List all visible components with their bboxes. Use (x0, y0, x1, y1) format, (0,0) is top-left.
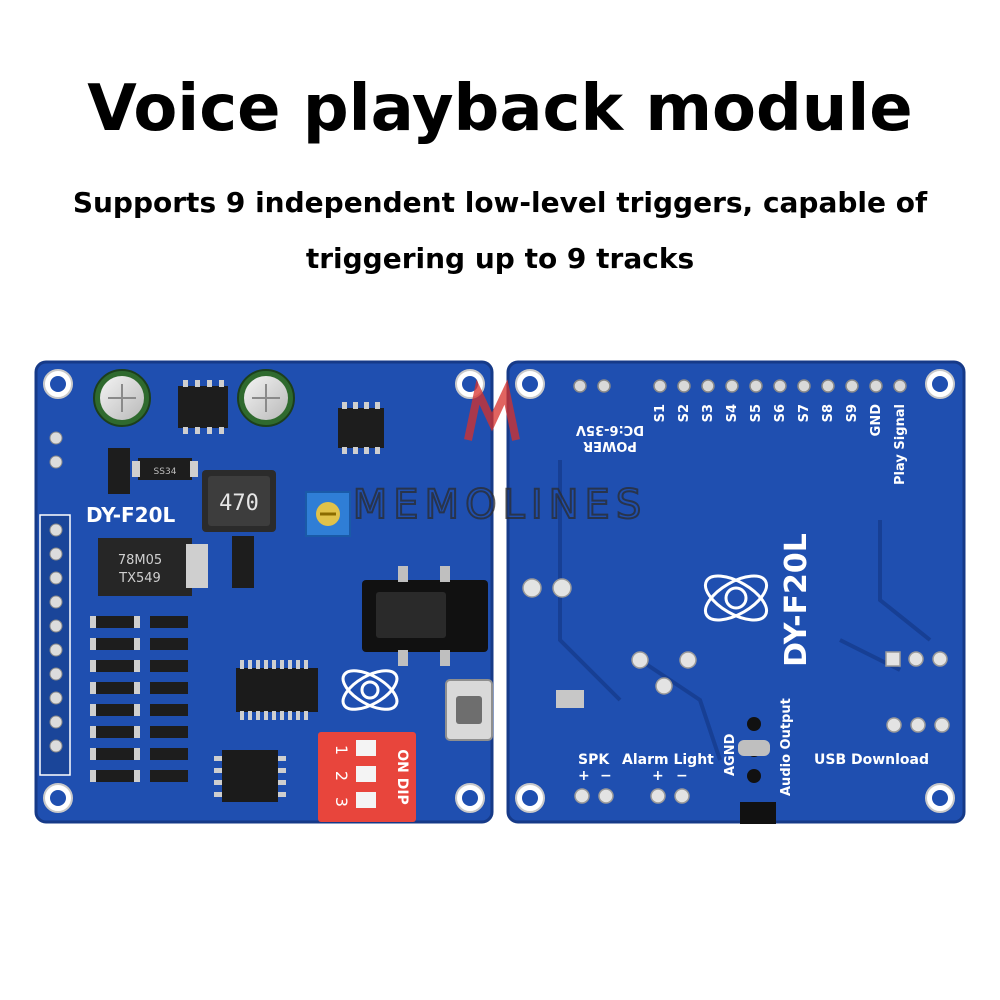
capacitor-right (237, 369, 295, 427)
diode-ss34: SS34 (132, 458, 198, 480)
inductor-470: 470 (202, 470, 276, 532)
back-board: DC:6-35V POWER S1 S2 S3 S4 S5 S6 S7 S8 S… (506, 360, 966, 824)
power-voltage-label: DC:6-35V (576, 422, 644, 437)
alarm-plus: + (652, 768, 664, 784)
headline-subtitle-line1: Supports 9 independent low-level trigger… (72, 186, 928, 219)
ic-top-right (338, 402, 384, 454)
dip-number-2: 2 (332, 771, 351, 781)
pin-label-s6: S6 (773, 404, 788, 422)
front-board: SS34 470 DY-F20L 78M05 TX549 (34, 360, 494, 824)
agnd-label: AGND (723, 733, 738, 776)
regulator-line1: 78M05 (118, 553, 162, 568)
audio-output-label: Audio Output (779, 698, 794, 796)
brand-logo-front (341, 669, 399, 711)
watermark-text: MEMOLINES (353, 482, 647, 528)
dip-number-1: 1 (332, 745, 351, 755)
micro-usb-port (445, 679, 493, 741)
module-photo: SS34 470 DY-F20L 78M05 TX549 (34, 360, 966, 824)
dip-number-3: 3 (332, 797, 351, 807)
usb-download-label: USB Download (814, 752, 929, 768)
spk-minus: − (600, 768, 612, 784)
brand-logo-back (703, 574, 769, 622)
watermark: MEMOLINES (352, 379, 647, 529)
solder-pads (522, 578, 950, 804)
mounting-holes (43, 369, 485, 813)
pin-label-s9: S9 (845, 404, 860, 422)
potentiometer (305, 491, 351, 537)
dip-switch: 1 2 3 ON DIP (318, 732, 416, 822)
flash-ic (214, 750, 286, 802)
regulator-78m05: 78M05 TX549 (98, 538, 208, 596)
headline-subtitle-line2: triggering up to 9 tracks (305, 242, 695, 275)
pin-label-s1: S1 (653, 404, 668, 422)
ic-top-left (178, 380, 228, 434)
pin-label-s8: S8 (821, 404, 836, 422)
audio-output-pads (738, 717, 770, 783)
alarm-light-label: Alarm Light (622, 752, 714, 768)
pin-label-s5: S5 (749, 404, 764, 422)
spk-label: SPK (578, 752, 610, 768)
signal-pin-row (573, 379, 907, 393)
spk-plus: + (578, 768, 590, 784)
back-model-label: DY-F20L (779, 533, 814, 667)
diode-label: SS34 (154, 467, 177, 477)
pin-label-s4: S4 (725, 404, 740, 422)
pin-label-gnd: GND (869, 404, 884, 437)
front-model-label: DY-F20L (86, 503, 175, 527)
power-label: POWER (583, 438, 637, 453)
alarm-minus: − (676, 768, 688, 784)
capacitor-left (93, 369, 151, 427)
inductor-label: 470 (219, 491, 259, 516)
left-pin-header (39, 431, 71, 776)
pin-label-play-signal: Play Signal (893, 404, 908, 485)
dip-label: ON DIP (394, 749, 410, 805)
resistor-array (90, 616, 188, 782)
main-ic (236, 660, 318, 720)
pin-label-s7: S7 (797, 404, 812, 422)
pin-label-s3: S3 (701, 404, 716, 422)
audio-jack (362, 566, 488, 666)
regulator-line2: TX549 (118, 571, 161, 586)
pin-label-s2: S2 (677, 404, 692, 422)
headline-title: Voice playback module (87, 72, 913, 146)
